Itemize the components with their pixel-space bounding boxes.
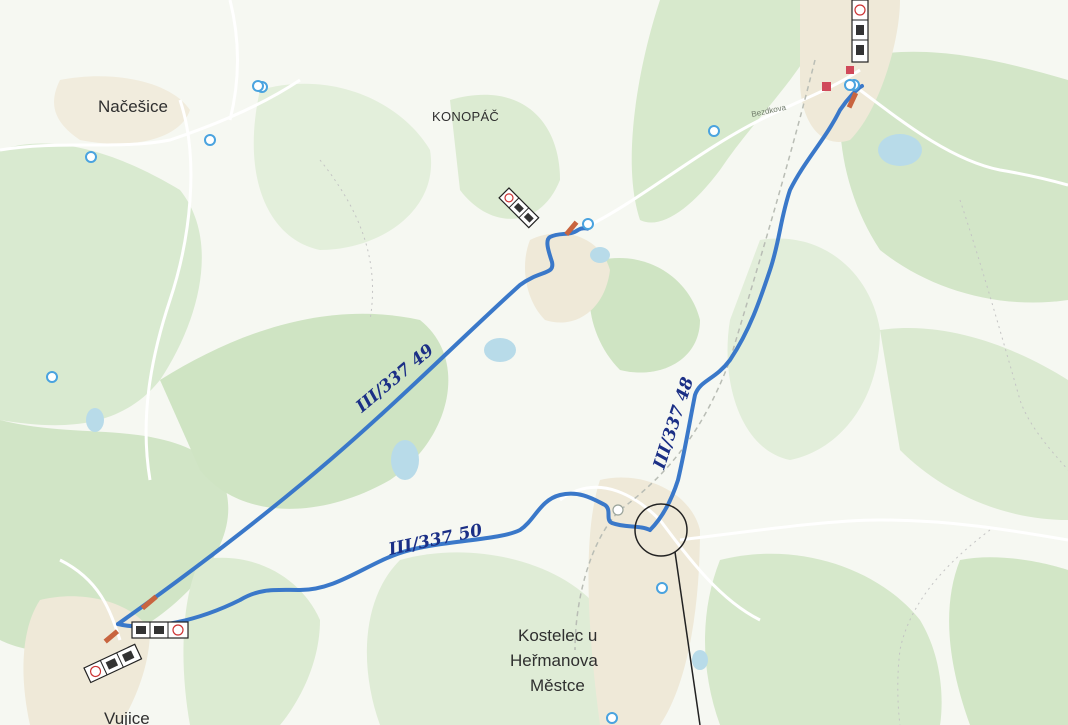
bus-stop-icon	[252, 80, 264, 92]
bus-stop-icon	[46, 371, 58, 383]
water-bodies	[86, 134, 922, 670]
bus-stop-icon	[656, 582, 668, 594]
place-label-vujice: Vujice	[104, 709, 150, 725]
place-label-kostelec-1: Kostelec u	[518, 626, 597, 645]
bus-stop-icon	[708, 125, 720, 137]
place-label-kostelec-3: Městce	[530, 676, 585, 695]
traffic-sign-box-north	[851, 0, 869, 63]
bus-stop-icon	[85, 151, 97, 163]
place-label-kostelec-2: Heřmanova	[510, 651, 598, 670]
bus-stop-icon	[844, 79, 856, 91]
admin-boundary	[319, 159, 1068, 725]
place-labels: Načešice KONOPÁČ Kostelec u Heřmanova Mě…	[98, 97, 787, 725]
place-label-nacesice: Načešice	[98, 97, 168, 116]
traffic-sign-groups	[83, 0, 869, 684]
place-label-konopac: KONOPÁČ	[432, 109, 499, 124]
route-33750-line[interactable]	[116, 491, 652, 629]
bus-stop-icon	[204, 134, 216, 146]
traffic-sign-box-vujice-1	[131, 621, 189, 639]
traffic-sign-box-konopac	[498, 187, 540, 229]
bus-stop-icon	[582, 218, 594, 230]
bus-stop-icons	[46, 79, 860, 724]
traffic-sign-box-vujice-2	[83, 643, 143, 684]
railway	[574, 59, 816, 651]
bus-stop-icon	[606, 712, 618, 724]
junction-marker[interactable]	[634, 503, 701, 725]
route-33748-line[interactable]	[648, 84, 864, 532]
routes-layer	[116, 84, 864, 629]
roundabout	[612, 504, 624, 516]
route-33749-line[interactable]	[116, 226, 590, 626]
closure-markers	[103, 66, 859, 644]
